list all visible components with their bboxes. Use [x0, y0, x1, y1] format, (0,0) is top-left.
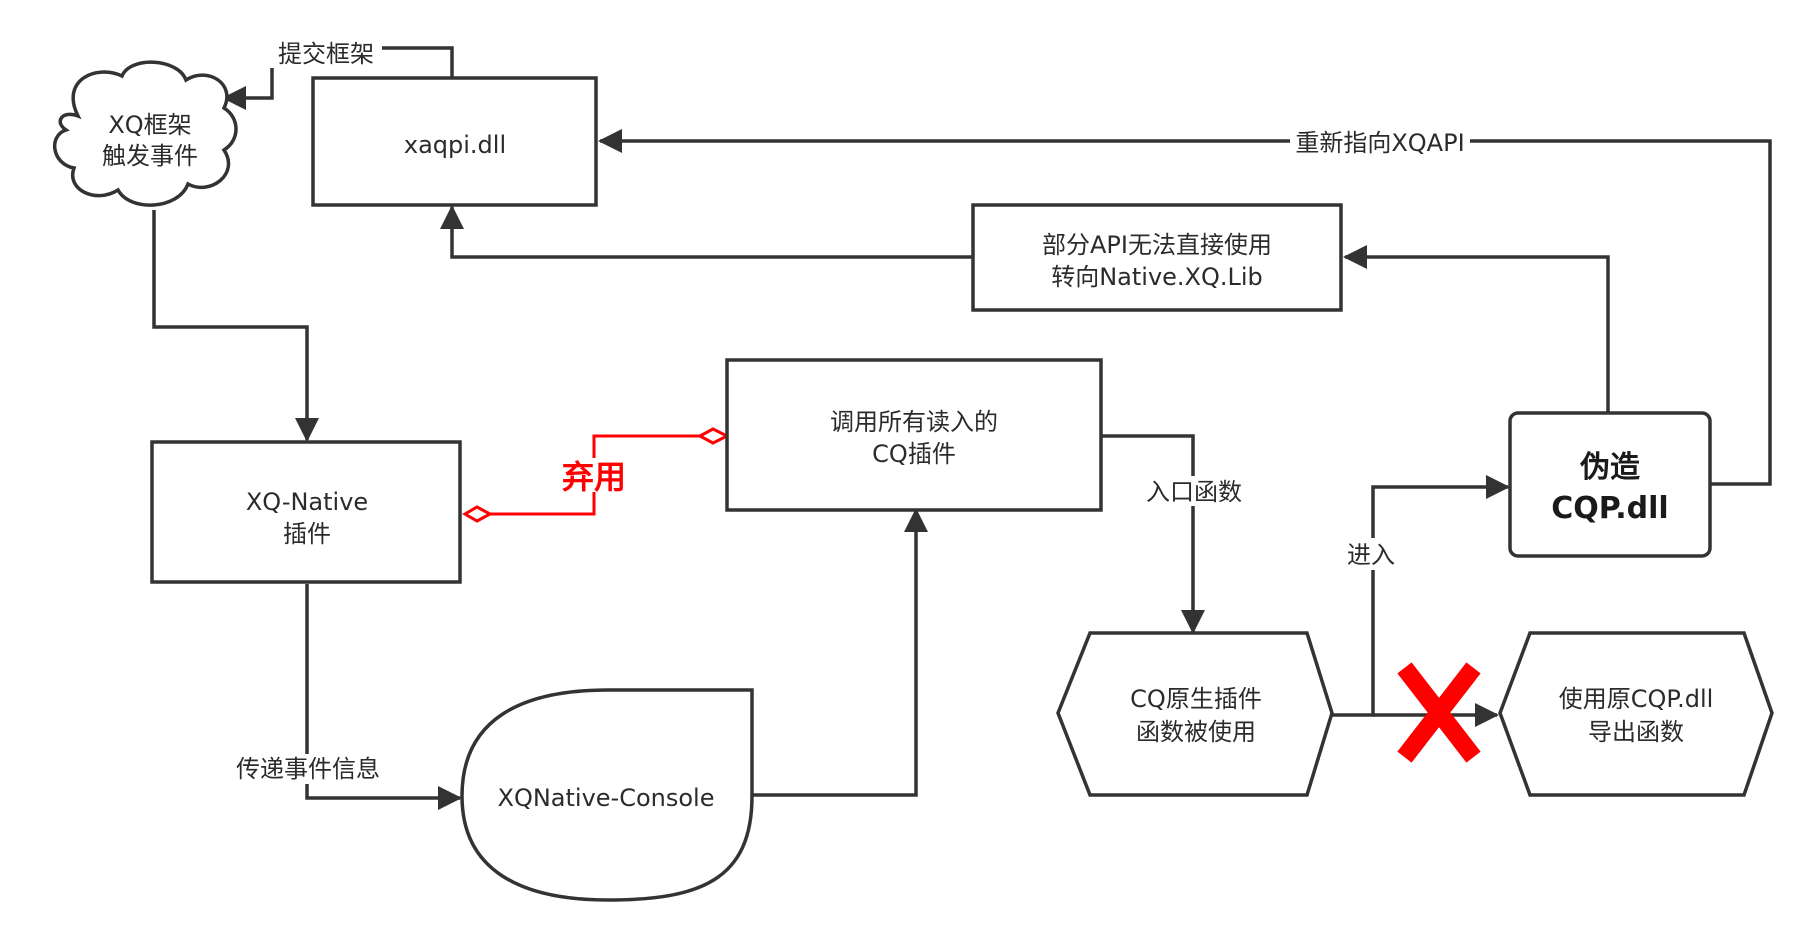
edge-label-entry-function: 入口函数: [1146, 478, 1242, 506]
fake-cqp-dll-node: 伪造 CQP.dll: [1508, 411, 1712, 558]
xqnative-console-node: XQNative-Console: [460, 688, 754, 902]
cq-native-line2: 函数被使用: [1136, 718, 1256, 746]
xq-native-line1: XQ-Native: [246, 488, 368, 516]
edge-console-to-call: [752, 508, 928, 797]
call-plugins-node: 调用所有读入的 CQ插件: [725, 358, 1103, 512]
xq-native-plugin-node: XQ-Native 插件: [150, 440, 462, 584]
edge-redirect-xqapi: 重新指向XQAPI: [598, 127, 1772, 486]
edge-label-enter: 进入: [1347, 541, 1395, 569]
console-label: XQNative-Console: [498, 784, 715, 812]
edge-label-deprecated: 弃用: [562, 458, 626, 496]
cloud-line1: XQ框架: [108, 111, 191, 139]
edge-fake-to-redirect: [1343, 245, 1610, 412]
edge-label-redirect-xqapi: 重新指向XQAPI: [1295, 129, 1464, 157]
xq-native-line2: 插件: [283, 520, 331, 548]
fake-cqp-line2: CQP.dll: [1551, 491, 1668, 526]
original-cqp-line2: 导出函数: [1588, 718, 1684, 746]
cq-native-line1: CQ原生插件: [1130, 685, 1262, 713]
edge-entry-function: 入口函数: [1102, 434, 1248, 634]
edge-submit-framework: 提交框架: [222, 38, 454, 110]
cloud-line2: 触发事件: [102, 142, 198, 170]
edge-cloud-to-native: [152, 210, 319, 442]
redirect-line2: 转向Native.XQ.Lib: [1051, 263, 1263, 291]
edge-label-submit-framework: 提交框架: [278, 40, 374, 68]
redirect-line1: 部分API无法直接使用: [1042, 231, 1272, 259]
cq-native-function-node: CQ原生插件 函数被使用: [1056, 631, 1334, 797]
call-plugins-line1: 调用所有读入的: [830, 408, 998, 436]
edge-deprecated: 弃用: [462, 427, 731, 523]
xaqpi-label: xaqpi.dll: [404, 131, 506, 159]
xaqpi-dll-node: xaqpi.dll: [311, 76, 598, 207]
edge-enter: 进入: [1332, 475, 1510, 717]
fake-cqp-line1: 伪造: [1580, 450, 1640, 485]
original-cqp-export-node: 使用原CQP.dll 导出函数: [1498, 631, 1774, 797]
blocked-cross-icon: [1397, 662, 1481, 763]
edge-pass-event-info: 传递事件信息: [226, 584, 462, 810]
edge-redirect-to-xaqpi: [440, 205, 973, 259]
original-cqp-line1: 使用原CQP.dll: [1559, 685, 1714, 713]
edge-label-pass-event-info: 传递事件信息: [236, 755, 380, 783]
call-plugins-line2: CQ插件: [872, 440, 956, 468]
cloud-node-xq-framework: XQ框架 触发事件: [52, 60, 238, 207]
redirect-native-lib-node: 部分API无法直接使用 转向Native.XQ.Lib: [971, 203, 1343, 312]
